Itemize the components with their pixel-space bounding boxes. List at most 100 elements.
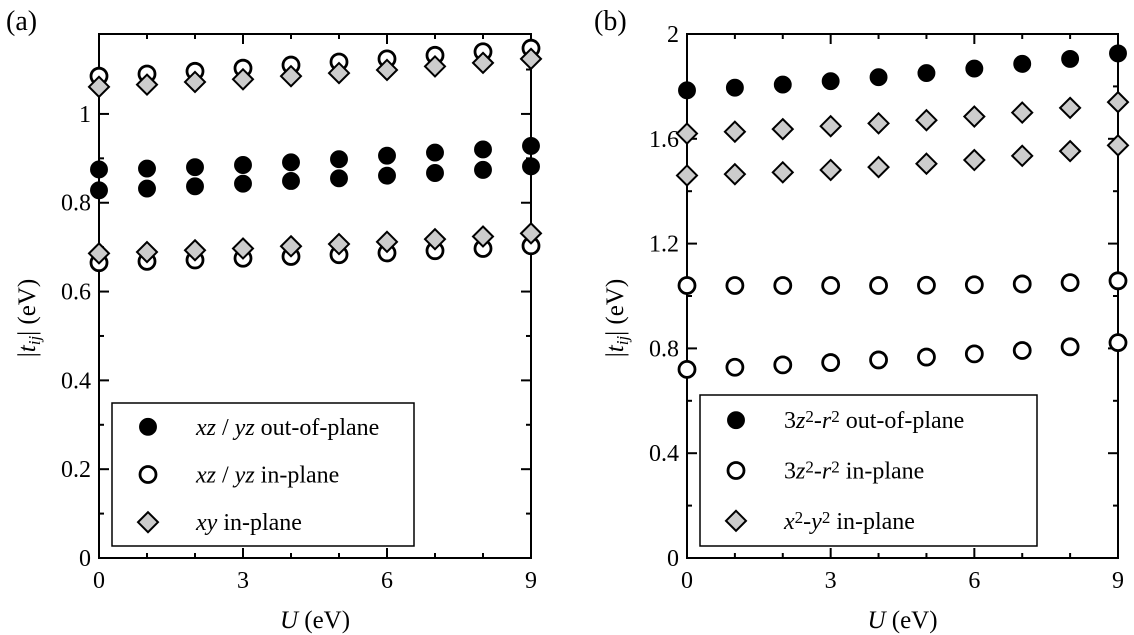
- point-s0-9: [522, 136, 540, 155]
- point-s0-4: [282, 153, 300, 172]
- point-s0-2: [773, 75, 792, 94]
- point-s0-0: [90, 160, 108, 179]
- legend-label-part: in-plane: [255, 463, 340, 489]
- point-s4-9: [1106, 133, 1130, 157]
- point-s0-1: [138, 159, 156, 178]
- point-s3-2: [771, 117, 795, 141]
- point-s4-0: [675, 164, 699, 187]
- point-s4-6: [375, 58, 399, 82]
- point-s5-5: [327, 232, 351, 256]
- legend-label-part: xy: [195, 510, 218, 536]
- point-s2-8: [1060, 337, 1080, 357]
- point-s4-2: [183, 70, 207, 94]
- point-s5-8: [471, 225, 495, 248]
- point-s0-4: [869, 68, 888, 87]
- legend-label-part: out-of-plane: [255, 415, 380, 441]
- legend-label-part: /: [216, 463, 235, 489]
- x-axis-label: U (eV): [867, 607, 937, 634]
- point-s5-6: [375, 230, 399, 254]
- y-axis-label: |tij| (eV): [14, 279, 44, 357]
- point-s0-7: [426, 143, 444, 162]
- legend: 3z2-r2 out-of-plane 3z2-r2 in-plane x2-y2 …: [699, 394, 1038, 547]
- legend-box: [699, 394, 1038, 547]
- point-s0-6: [965, 59, 984, 78]
- point-s4-5: [915, 152, 938, 176]
- legend-label-part: r: [822, 408, 832, 434]
- point-s1-9: [522, 157, 540, 176]
- y-tick-label: 0: [667, 546, 679, 572]
- point-s4-8: [1058, 139, 1082, 163]
- point-s0-0: [678, 81, 696, 100]
- point-s0-5: [917, 64, 936, 82]
- panel-label: (a): [6, 6, 37, 37]
- y-axis-var: t: [602, 344, 629, 352]
- y-axis-sub: ij: [613, 336, 632, 346]
- legend-label-part: xz: [195, 463, 217, 489]
- point-s5-2: [183, 238, 207, 262]
- legend-label-part: -: [814, 459, 822, 485]
- point-s5-0: [87, 241, 111, 265]
- legend-marker: [136, 510, 160, 534]
- legend-label-part: r: [822, 459, 832, 485]
- point-s1-8: [474, 160, 492, 179]
- point-s4-5: [327, 61, 351, 85]
- legend-label-part: z: [795, 408, 806, 434]
- x-axis-unit: (eV): [298, 607, 350, 634]
- point-s4-1: [723, 162, 747, 186]
- point-s2-5: [917, 347, 936, 367]
- legend-label: x2-y2 in-plane: [783, 507, 915, 534]
- point-s4-7: [423, 55, 447, 78]
- legend-label: 3z2-r2 out-of-plane: [784, 407, 964, 434]
- legend-label-part: x: [783, 509, 795, 535]
- point-s1-5: [917, 275, 936, 295]
- point-s5-7: [423, 227, 447, 251]
- point-s1-7: [1012, 274, 1032, 294]
- point-s3-0: [675, 122, 699, 145]
- point-s0-6: [378, 146, 396, 165]
- point-s4-2: [771, 160, 795, 184]
- legend-label-part: 3: [784, 459, 796, 485]
- legend-marker: [138, 465, 158, 484]
- point-s1-4: [282, 172, 300, 190]
- point-s4-9: [519, 47, 543, 71]
- point-s2-7: [1012, 341, 1032, 360]
- y-tick-label: 0: [79, 546, 91, 572]
- point-s0-3: [821, 72, 840, 91]
- legend-label-part: in-plane: [830, 509, 915, 535]
- point-s2-3: [821, 353, 841, 372]
- legend-label-part: 3: [784, 408, 796, 434]
- panel-label: (b): [594, 6, 627, 37]
- point-s0-8: [474, 140, 492, 159]
- legend-label-part: yz: [233, 415, 256, 441]
- point-s3-1: [723, 120, 747, 144]
- x-tick-label: 3: [237, 568, 249, 594]
- y-tick-label: 2: [667, 22, 679, 48]
- point-s3-3: [819, 114, 843, 138]
- y-axis-sub: ij: [25, 336, 44, 346]
- y-axis-pre: |: [14, 352, 41, 357]
- legend-label-part: out-of-plane: [840, 408, 965, 434]
- x-tick-label: 9: [525, 568, 537, 594]
- point-s2-6: [964, 344, 984, 364]
- data-points: [675, 44, 1130, 379]
- point-s3-4: [867, 111, 890, 135]
- point-s1-4: [869, 276, 888, 295]
- point-s1-5: [330, 169, 348, 188]
- point-s5-9: [519, 221, 543, 245]
- point-s4-4: [867, 155, 890, 179]
- point-s1-2: [773, 276, 793, 295]
- point-s3-7: [1010, 101, 1034, 125]
- y-tick-label: 0.8: [649, 336, 679, 362]
- point-s0-9: [1109, 44, 1127, 63]
- point-s3-6: [962, 105, 986, 128]
- y-tick-label: 0.4: [61, 368, 91, 394]
- point-s1-1: [725, 276, 745, 295]
- legend-marker: [726, 461, 746, 480]
- legend-label-part: 2: [805, 457, 814, 476]
- y-tick-label: 0.2: [61, 457, 91, 483]
- point-s2-0: [677, 359, 697, 379]
- point-s4-3: [231, 67, 255, 91]
- legend-label: 3z2-r2 in-plane: [784, 457, 924, 484]
